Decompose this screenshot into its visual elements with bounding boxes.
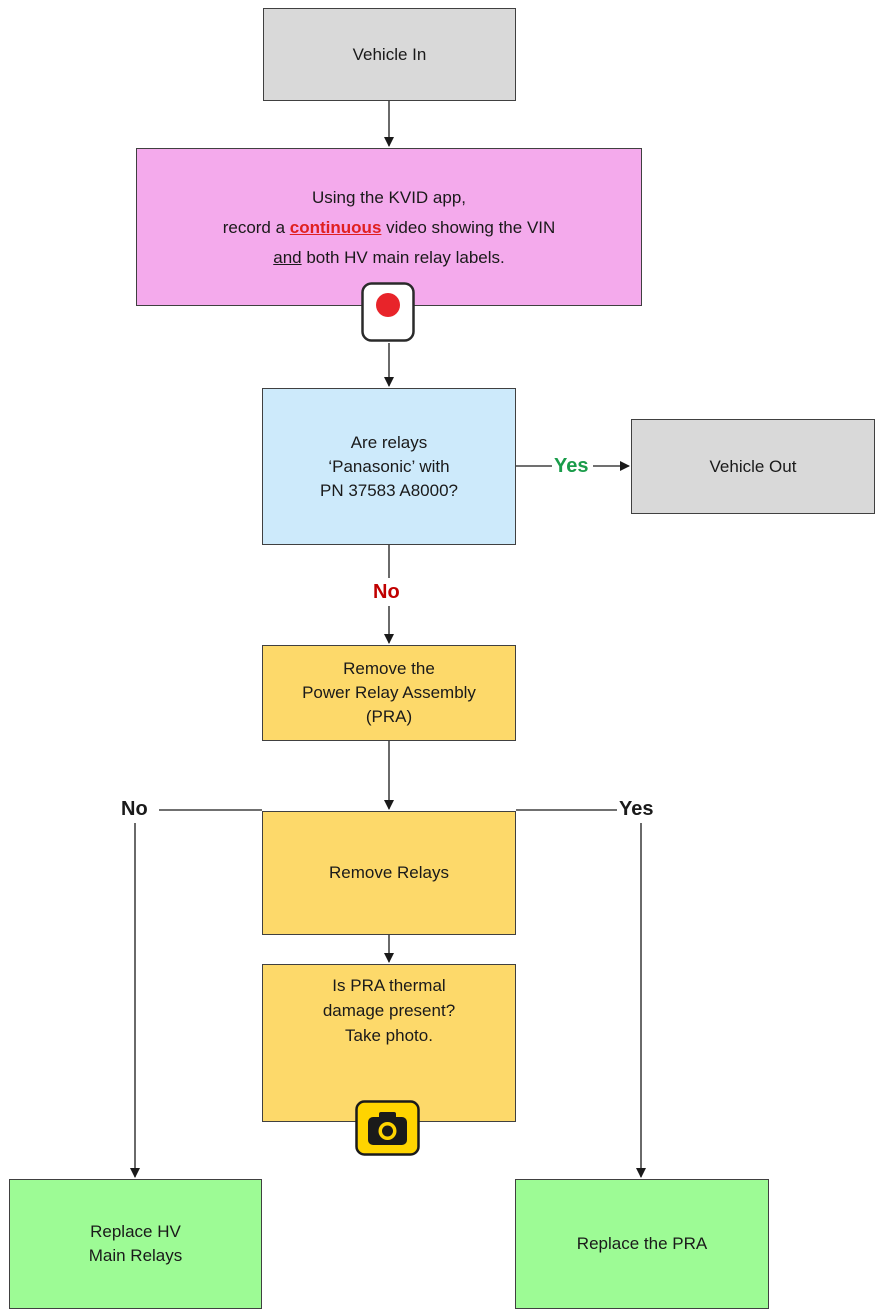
node-remove-relays: Remove Relays <box>262 811 516 935</box>
node-replace-pra: Replace the PRA <box>515 1179 769 1309</box>
relays-question-line-3: PN 37583 A8000? <box>319 480 458 500</box>
node-replace-pra-label: Replace the PRA <box>576 1234 708 1253</box>
node-vehicle-in-label: Vehicle In <box>352 44 427 64</box>
node-relays-question: Are relays ‘Panasonic’ with PN 37583 A80… <box>262 388 516 545</box>
node-vehicle-out: Vehicle Out <box>631 419 875 514</box>
camera-icon <box>355 1100 420 1156</box>
edge-label-relays-no: No <box>371 580 402 604</box>
edge-label-thermal-no: No <box>119 797 150 821</box>
node-vehicle-out-label: Vehicle Out <box>709 456 797 476</box>
remove-pra-line-2: Power Relay Assembly <box>302 683 476 702</box>
thermal-question-line-2: damage present? <box>322 1001 456 1020</box>
record-line-1: Using the KVID app, <box>311 188 467 207</box>
thermal-question-line-3: Take photo. <box>345 1026 433 1045</box>
node-remove-relays-label: Remove Relays <box>329 863 449 882</box>
edge-label-relays-yes: Yes <box>552 454 591 478</box>
node-remove-pra: Remove the Power Relay Assembly (PRA) <box>262 645 516 741</box>
remove-pra-line-3: (PRA) <box>365 707 413 726</box>
thermal-question-line-1: Is PRA thermal <box>332 976 446 995</box>
replace-relays-line-1: Replace HV <box>90 1222 181 1241</box>
node-replace-main-relays: Replace HV Main Relays <box>9 1179 262 1309</box>
node-thermal-question: Is PRA thermal damage present? Take phot… <box>262 964 516 1122</box>
edge-label-thermal-yes: Yes <box>617 797 656 821</box>
replace-relays-line-2: Main Relays <box>88 1246 183 1265</box>
node-record-video: Using the KVID app, record a continuous … <box>136 148 642 306</box>
record-line-3: and both HV main relay labels. <box>273 248 505 267</box>
record-line-2: record a continuous video showing the VI… <box>222 218 556 237</box>
node-vehicle-in: Vehicle In <box>263 8 516 101</box>
relays-question-line-1: Are relays <box>350 432 428 452</box>
remove-pra-line-1: Remove the <box>343 659 435 678</box>
record-emphasis: continuous <box>289 218 382 237</box>
relays-question-line-2: ‘Panasonic’ with <box>328 456 450 476</box>
record-icon <box>361 282 415 342</box>
